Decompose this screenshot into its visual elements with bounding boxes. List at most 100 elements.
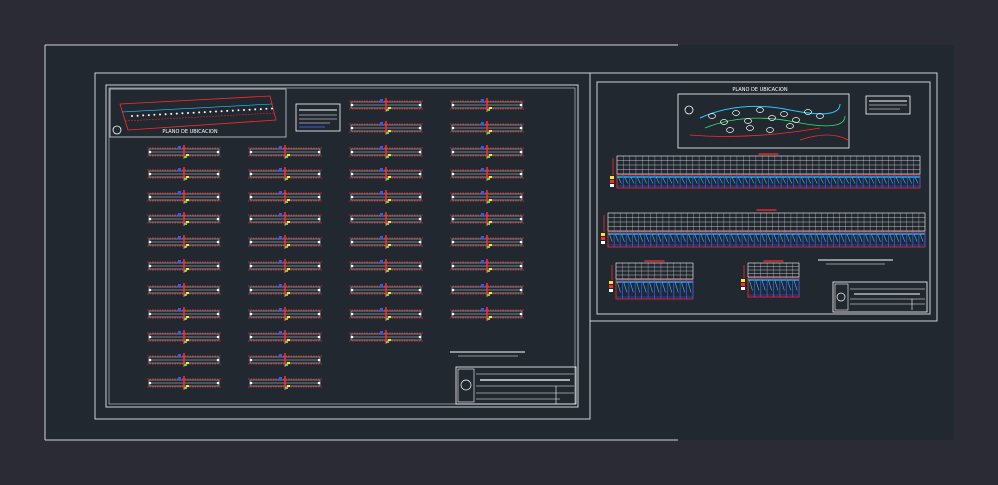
- lot-section-detail: [349, 283, 423, 297]
- sheet-2-notes: [818, 259, 893, 265]
- lot-section-detail: [349, 330, 423, 344]
- lot-section-detail: [349, 98, 423, 112]
- lot-marker: [187, 112, 189, 114]
- sheet-2-title-block: [832, 281, 928, 313]
- lot-section-detail: [248, 307, 322, 321]
- lot-section-detail: [147, 145, 221, 159]
- lot-section-detail: [147, 235, 221, 249]
- logo-icon: [836, 292, 846, 302]
- sheet-1-inner-border: [105, 84, 579, 408]
- sheet-1-legend: [295, 103, 341, 132]
- lot-section-detail: [450, 212, 524, 226]
- lot-marker: [248, 108, 251, 111]
- lot-section-detail: [248, 259, 322, 273]
- lot-section-detail: [450, 307, 524, 321]
- lot-marker: [259, 108, 262, 111]
- lot-section-detail: [349, 235, 423, 249]
- lot-marker: [237, 109, 240, 112]
- lot-section-detail: [450, 98, 524, 112]
- cross-section-tables: [601, 153, 926, 300]
- lot-marker: [254, 108, 257, 111]
- lot-marker: [243, 109, 245, 111]
- lot-section-detail: [147, 167, 221, 181]
- lot-marker: [136, 114, 139, 117]
- lot-marker: [142, 114, 145, 117]
- lot-marker: [231, 109, 234, 112]
- plot-marker: [780, 111, 788, 117]
- cross-section-table: [741, 260, 800, 298]
- lot-markers: [131, 107, 273, 117]
- lot-section-detail: [147, 283, 221, 297]
- lot-section-detail: [147, 212, 221, 226]
- lot-marker: [192, 111, 195, 114]
- lot-section-detail: [450, 145, 524, 159]
- plot-marker: [708, 113, 716, 119]
- lot-section-detail: [450, 259, 524, 273]
- lot-marker: [164, 113, 167, 116]
- lot-section-detail: [248, 283, 322, 297]
- plot-marker: [786, 123, 794, 129]
- lot-marker: [271, 107, 273, 110]
- plot-marker: [744, 118, 752, 124]
- sheet-2-location-plan: PLANO DE UBICACION: [677, 87, 850, 149]
- lot-marker: [147, 114, 150, 117]
- plot-marker: [756, 107, 764, 113]
- lot-section-detail: [349, 121, 423, 135]
- lot-section-detail: [450, 235, 524, 249]
- lot-marker: [181, 112, 184, 115]
- lot-marker: [131, 115, 133, 117]
- lot-section-detail: [349, 307, 423, 321]
- sheet-1-inner-border-2: [108, 87, 576, 405]
- lot-marker: [198, 111, 201, 114]
- lot-section-detail: [248, 330, 322, 344]
- sheet-1-notes: [450, 351, 525, 357]
- plot-marker: [732, 110, 740, 116]
- lot-marker: [220, 110, 223, 113]
- lot-marker: [265, 107, 268, 110]
- lot-marker: [203, 111, 206, 114]
- lot-marker: [209, 110, 212, 113]
- sheet-2-inner-border: [596, 81, 931, 315]
- lot-section-grid: [147, 98, 524, 390]
- lot-marker: [226, 109, 229, 112]
- lot-section-detail: [248, 353, 322, 367]
- lot-section-detail: [349, 145, 423, 159]
- plot-marker: [720, 119, 728, 125]
- sheet-1: PLANO DE UBICACION: [94, 72, 591, 420]
- lot-marker: [159, 113, 161, 116]
- north-arrow-icon: [112, 125, 122, 135]
- plot-marker: [792, 117, 800, 123]
- lot-section-detail: [349, 190, 423, 204]
- lot-marker: [175, 112, 178, 115]
- plot-marker: [804, 109, 812, 115]
- lot-marker: [170, 112, 173, 115]
- lot-section-detail: [450, 190, 524, 204]
- logo-icon: [460, 379, 472, 391]
- cross-section-table: [610, 153, 921, 189]
- lot-section-detail: [147, 259, 221, 273]
- sheet-left-paper: [45, 45, 678, 440]
- lot-section-detail: [248, 376, 322, 390]
- lot-marker: [215, 110, 217, 113]
- plot-marker: [766, 127, 774, 133]
- sheet-2: PLANO DE UBICACION: [589, 72, 938, 322]
- lot-section-detail: [248, 145, 322, 159]
- lot-section-detail: [349, 167, 423, 181]
- plot-markers: [708, 107, 824, 133]
- lot-section-detail: [450, 283, 524, 297]
- lot-section-detail: [248, 235, 322, 249]
- lot-section-detail: [349, 259, 423, 273]
- lot-section-detail: [147, 330, 221, 344]
- lot-section-detail: [147, 190, 221, 204]
- lot-section-detail: [349, 212, 423, 226]
- lot-section-detail: [248, 167, 322, 181]
- sheet-2-legend: [865, 95, 911, 115]
- lot-section-detail: [147, 307, 221, 321]
- plot-marker: [726, 127, 734, 133]
- sheet-1-title-block: [455, 366, 577, 405]
- lot-section-detail: [248, 212, 322, 226]
- location-plan-title: PLANO DE UBICACION: [732, 87, 787, 93]
- lot-section-detail: [147, 376, 221, 390]
- lot-section-detail: [147, 353, 221, 367]
